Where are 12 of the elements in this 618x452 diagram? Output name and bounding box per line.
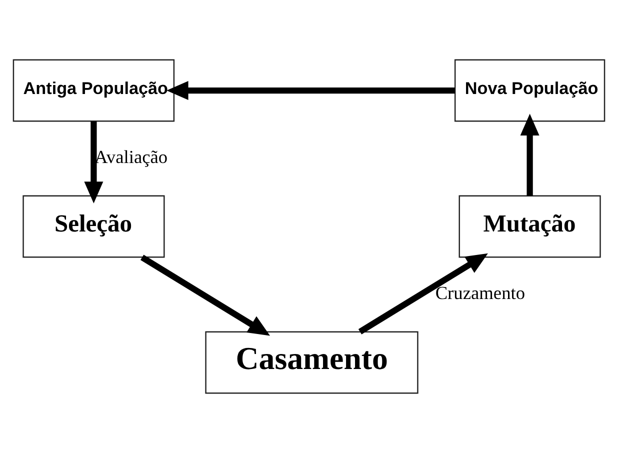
arrow (140, 254, 270, 336)
edge-label: Avaliação (94, 146, 168, 166)
node-box: Nova População (454, 58, 606, 122)
node-box: Seleção (22, 194, 165, 258)
node-box: Antiga População (12, 58, 175, 122)
arrow (166, 80, 455, 100)
edge-label: Cruzamento (435, 282, 526, 302)
arrow (84, 120, 104, 203)
node-box: Casamento (205, 330, 418, 394)
arrow (520, 113, 540, 196)
node-box: Mutação (458, 194, 601, 258)
arrow (358, 252, 488, 334)
